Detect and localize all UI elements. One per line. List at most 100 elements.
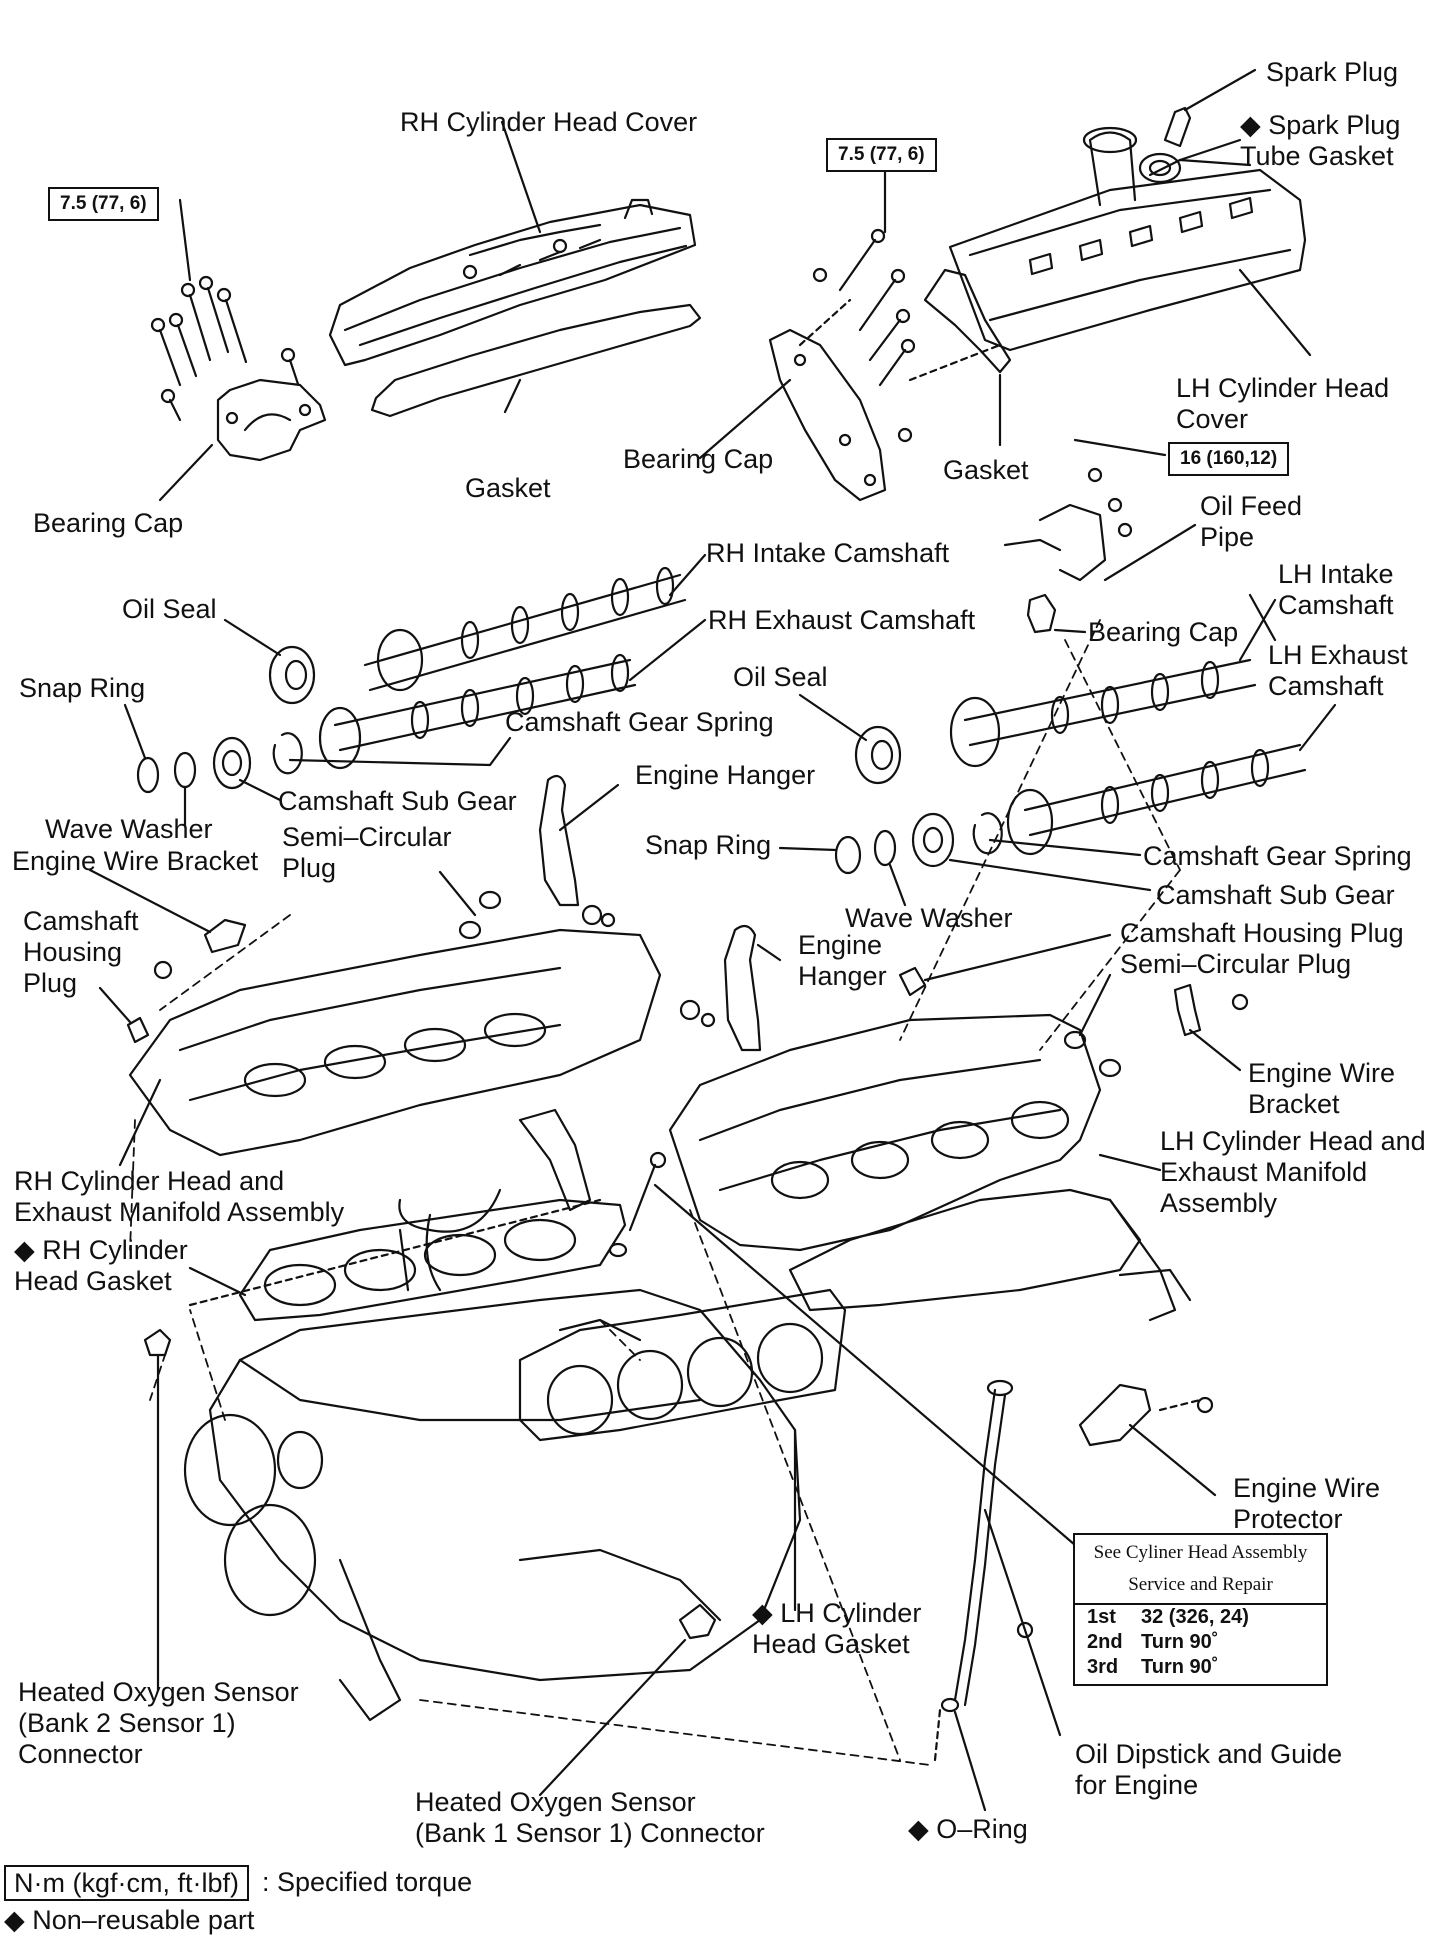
ho2s-bank2-connector	[143, 1328, 172, 1357]
label-lh-intake-camshaft-2: Camshaft	[1278, 590, 1394, 620]
bearing-cap-bolts-center	[812, 228, 916, 443]
label-wave-washer-rh: Wave Washer	[45, 814, 213, 844]
label-engine-wire-bracket-lh-1: Engine Wire	[1248, 1058, 1396, 1088]
oil-feed-pipe	[1003, 503, 1107, 582]
spark-plug-tube-gasket	[1138, 152, 1182, 184]
rh-cylinder-head-cover	[328, 198, 697, 367]
camshaft-gear-spring-lh	[972, 812, 1003, 855]
snap-ring-rh	[136, 756, 160, 794]
label-camshaft-housing-plug-rh-2: Housing	[23, 937, 123, 967]
label-rh-cylinder-head-cover: RH Cylinder Head Cover	[400, 107, 698, 137]
label-gasket-lh: Gasket	[943, 455, 1029, 485]
o-ring	[940, 1697, 960, 1713]
lh-cylinder-head-assembly	[668, 1013, 1192, 1322]
label-rh-head-gasket-1: RH Cylinder	[14, 1235, 188, 1266]
label-camshaft-sub-gear-rh: Camshaft Sub Gear	[278, 786, 517, 816]
lh-cover-gasket	[923, 268, 1012, 374]
wave-washer-rh	[173, 751, 197, 789]
label-oil-seal-rh: Oil Seal	[122, 594, 217, 624]
label-camshaft-gear-spring-lh: Camshaft Gear Spring	[1143, 841, 1412, 871]
label-semi-circular-plug-lh: Semi–Circular Plug	[1120, 949, 1352, 979]
engine-hanger-lh	[723, 924, 762, 1052]
label-rh-head-assembly-1: RH Cylinder Head and	[14, 1166, 285, 1196]
label-bearing-cap-left: Bearing Cap	[33, 508, 184, 538]
label-snap-ring-rh: Snap Ring	[19, 673, 146, 703]
engine-wire-bracket-lh	[1173, 983, 1202, 1037]
label-oil-feed-pipe-1: Oil Feed	[1200, 491, 1303, 521]
label-lh-head-assembly-1: LH Cylinder Head and	[1160, 1126, 1426, 1156]
label-bearing-cap-lh: Bearing Cap	[1088, 617, 1239, 647]
label-ho2s-bank1-1: Heated Oxygen Sensor	[415, 1787, 696, 1817]
label-camshaft-housing-plug-lh: Camshaft Housing Plug	[1120, 918, 1404, 948]
label-lh-head-gasket-1: LH Cylinder	[752, 1598, 921, 1629]
label-oil-dipstick-2: for Engine	[1075, 1770, 1199, 1800]
label-wave-washer-lh: Wave Washer	[845, 903, 1013, 933]
engine-wire-protector	[1078, 1383, 1152, 1447]
label-lh-head-assembly-3: Assembly	[1160, 1188, 1278, 1218]
engine-block	[183, 1288, 802, 1722]
head-bolt	[628, 1163, 657, 1232]
oil-seal-rh	[268, 645, 316, 705]
camshaft-housing-plug-rh	[126, 1016, 150, 1044]
label-engine-wire-bracket-lh-2: Bracket	[1248, 1089, 1340, 1119]
label-camshaft-gear-spring-rh: Camshaft Gear Spring	[505, 707, 774, 737]
torque-table-header: See Cyliner Head Assembly Service and Re…	[1075, 1535, 1326, 1605]
camshaft-sub-gear-rh	[212, 736, 252, 790]
oil-seal-lh	[854, 725, 902, 785]
label-ho2s-bank2-3: Connector	[18, 1739, 143, 1769]
label-oil-seal-lh: Oil Seal	[733, 662, 828, 692]
label-rh-head-gasket-2: Head Gasket	[14, 1266, 172, 1296]
label-engine-hanger-rh: Engine Hanger	[635, 760, 816, 790]
label-rh-intake-camshaft: RH Intake Camshaft	[706, 538, 950, 568]
label-ho2s-bank1-2: (Bank 1 Sensor 1) Connector	[415, 1818, 765, 1848]
label-ho2s-bank2-1: Heated Oxygen Sensor	[18, 1677, 299, 1707]
semi-circular-plug-rh	[478, 890, 502, 910]
head-bolt-torque-table: See Cyliner Head Assembly Service and Re…	[1073, 1533, 1328, 1686]
label-spark-plug: Spark Plug	[1266, 57, 1399, 87]
lh-cylinder-head-gasket	[518, 1288, 847, 1442]
bearing-cap-center	[768, 298, 887, 502]
label-lh-cylinder-head-cover-1: LH Cylinder Head	[1176, 373, 1390, 403]
label-rh-head-assembly-2: Exhaust Manifold Assembly	[14, 1197, 345, 1227]
engine-wire-bracket-rh	[203, 918, 247, 954]
lh-exhaust-camshaft	[1006, 743, 1307, 856]
label-camshaft-housing-plug-rh-3: Plug	[23, 968, 78, 998]
label-lh-cylinder-head-cover-2: Cover	[1176, 404, 1249, 434]
camshaft-housing-plug-lh	[898, 966, 927, 997]
legend-torque-text: : Specified torque	[262, 1867, 473, 1897]
lh-intake-camshaft	[949, 658, 1257, 768]
wave-washer-lh	[873, 829, 897, 867]
label-camshaft-housing-plug-rh-1: Camshaft	[23, 906, 139, 936]
label-spark-plug-tube-gasket-1: Spark Plug	[1240, 110, 1400, 141]
label-spark-plug-tube-gasket-2: Tube Gasket	[1240, 141, 1394, 171]
label-semi-circular-plug-rh-1: Semi–Circular	[282, 822, 452, 852]
legend-torque-unit-box: N·m (kgf·cm, ft·lbf)	[4, 1865, 249, 1901]
label-engine-hanger-lh-2: Hanger	[798, 961, 887, 991]
label-engine-wire-bracket-rh: Engine Wire Bracket	[12, 846, 259, 876]
torque-box-left: 7.5 (77, 6)	[48, 187, 159, 221]
camshaft-gear-spring-rh	[272, 732, 303, 775]
snap-ring-lh	[834, 835, 862, 875]
bearing-cap-lh	[1026, 593, 1057, 634]
semi-circular-plug-lh	[1063, 1030, 1087, 1050]
label-oil-dipstick-1: Oil Dipstick and Guide	[1075, 1739, 1343, 1769]
torque-box-lh: 16 (160,12)	[1168, 442, 1290, 476]
label-o-ring: O–Ring	[908, 1814, 1028, 1845]
rh-intake-camshaft	[363, 566, 687, 692]
label-engine-hanger-lh-1: Engine	[798, 930, 883, 960]
label-lh-exhaust-camshaft-2: Camshaft	[1268, 671, 1384, 701]
label-bearing-cap-center: Bearing Cap	[623, 444, 774, 474]
ho2s-bank1-connector	[678, 1603, 717, 1640]
label-lh-head-gasket-2: Head Gasket	[752, 1629, 910, 1659]
label-lh-exhaust-camshaft-1: LH Exhaust	[1268, 640, 1408, 670]
engine-hanger-rh	[538, 774, 580, 907]
rh-exhaust-camshaft	[318, 653, 637, 770]
label-snap-ring-lh: Snap Ring	[645, 830, 772, 860]
label-engine-wire-protector-2: Protector	[1233, 1504, 1343, 1534]
label-gasket-rh: Gasket	[465, 473, 551, 503]
